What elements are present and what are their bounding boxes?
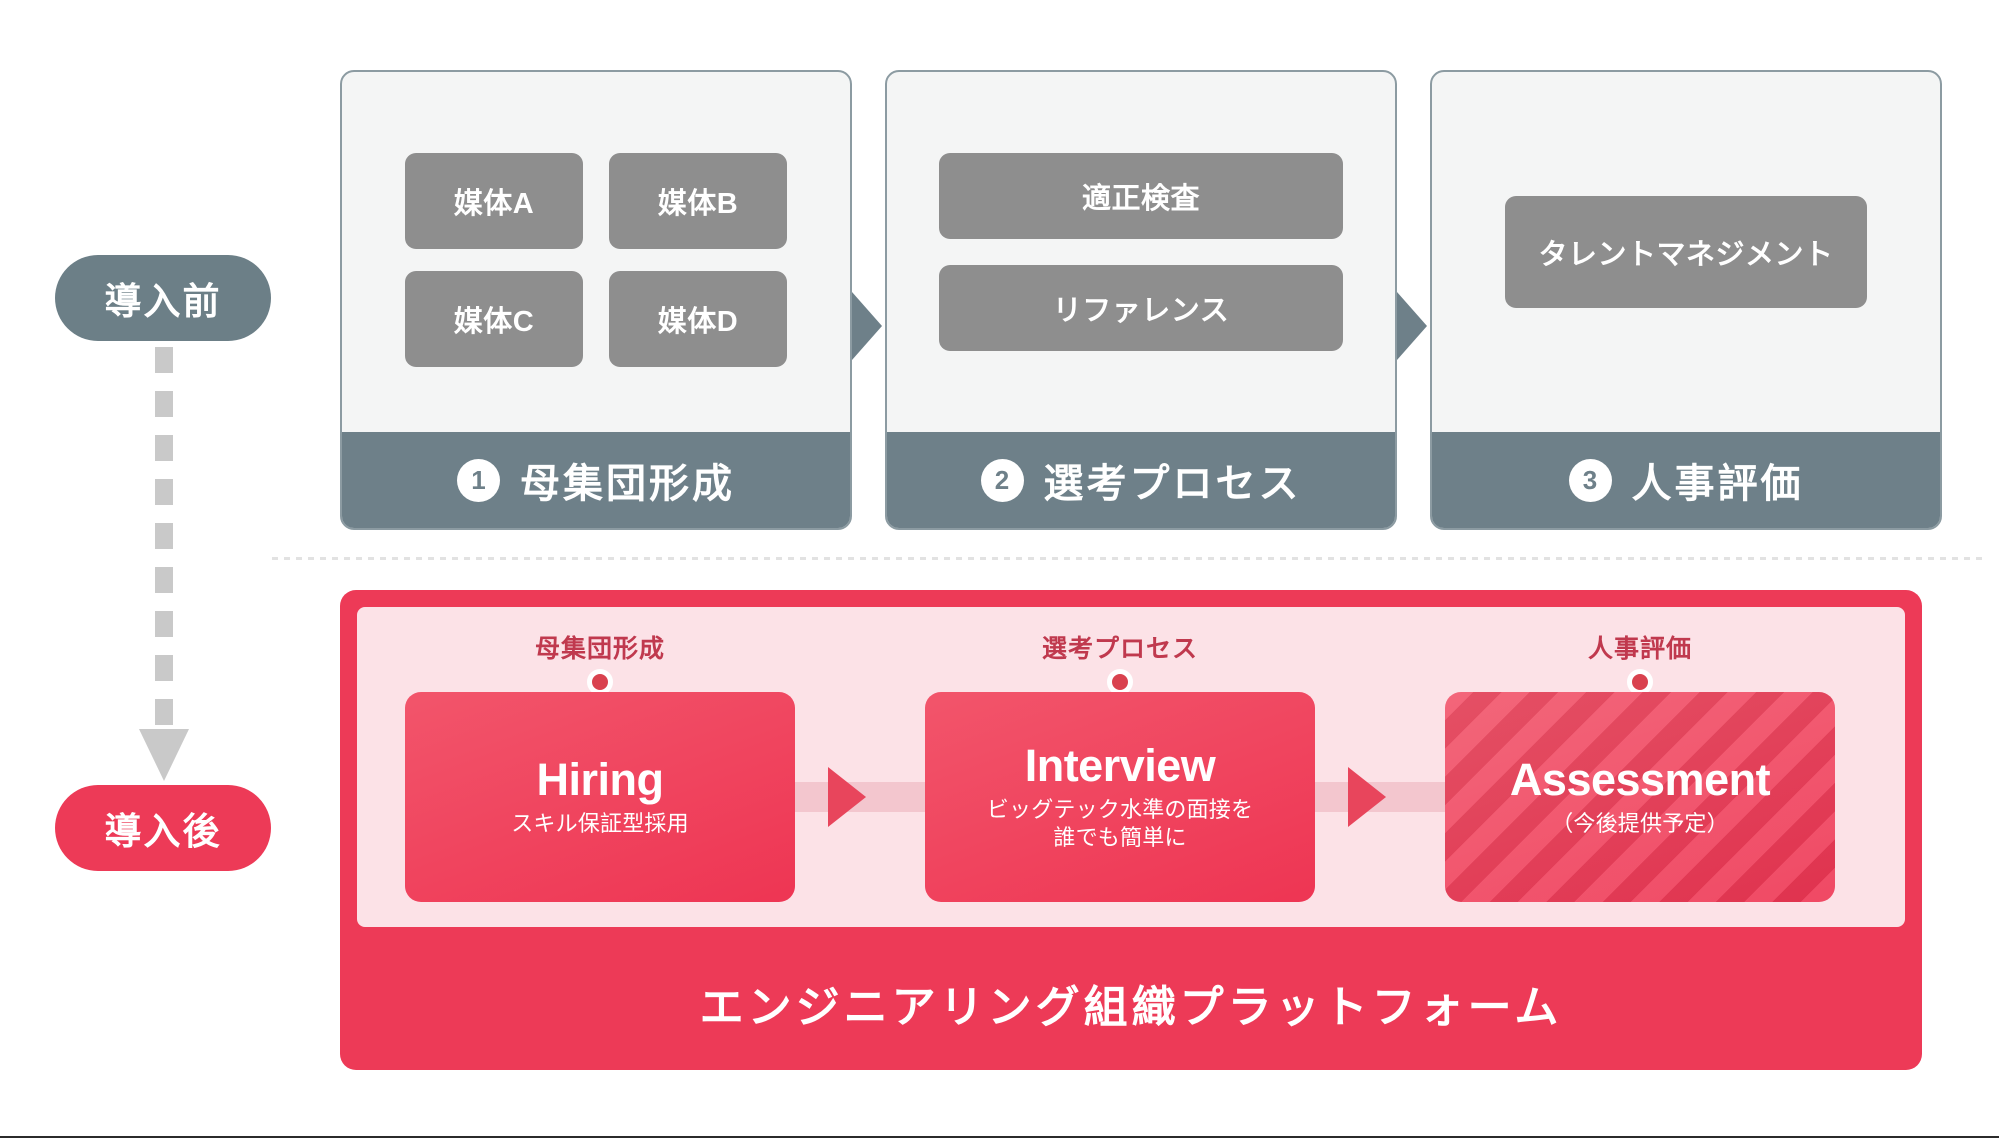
product-assessment-title: Assessment <box>1509 754 1771 806</box>
page-bottom-rule <box>0 1136 1999 1138</box>
platform-banner: エンジニアリング組織プラットフォーム <box>340 935 1922 1070</box>
after-section: 母集団形成 Hiring スキル保証型採用 選考プロセス Interview ビ… <box>340 590 1922 1070</box>
legacy-card-1: 媒体A 媒体B 媒体C 媒体D 1 母集団形成 <box>340 70 852 530</box>
product-assessment-dot-icon <box>1627 669 1653 695</box>
product-interview-title: Interview <box>1024 740 1216 791</box>
down-arrow-icon <box>139 347 189 787</box>
legacy-card-2-label: 選考プロセス <box>1043 462 1302 506</box>
legacy-card-3-label: 人事評価 <box>1631 462 1804 506</box>
before-section: 媒体A 媒体B 媒体C 媒体D 1 母集団形成 適正検査 リファレンス 2 選考… <box>340 70 1942 530</box>
product-assessment-stage-label: 人事評価 <box>1587 635 1692 663</box>
legacy-card-2-footer: 2 選考プロセス <box>887 432 1395 528</box>
right-triangle-icon-3 <box>828 767 866 827</box>
right-triangle-icon-2 <box>1397 292 1427 360</box>
arrow-shaft <box>155 347 173 732</box>
legacy-card-1-label: 母集団形成 <box>520 462 735 506</box>
legacy-card-1-footer: 1 母集団形成 <box>342 432 850 528</box>
legacy-card-3: タレントマネジメント 3 人事評価 <box>1430 70 1942 530</box>
legacy-card-3-body: タレントマネジメント <box>1432 72 1940 432</box>
stage-pill-after-label: 導入後 <box>104 811 222 852</box>
product-assessment-card[interactable]: Assessment （今後提供予定） <box>1445 692 1835 902</box>
chip-talent-management: タレントマネジメント <box>1505 196 1867 308</box>
product-assessment-subtitle: （今後提供予定） <box>1551 810 1729 836</box>
product-row: 母集団形成 Hiring スキル保証型採用 選考プロセス Interview ビ… <box>357 607 1905 927</box>
product-interview-card[interactable]: Interview ビッグテック水準の面接を 誰でも簡単に <box>925 692 1315 902</box>
step-number-badge-1: 1 <box>457 458 500 502</box>
step-number-badge-2: 2 <box>980 458 1024 502</box>
product-interview: 選考プロセス Interview ビッグテック水準の面接を 誰でも簡単に <box>925 607 1315 927</box>
product-interview-dot-icon <box>1107 669 1133 695</box>
chip-media-d: 媒体D <box>609 271 787 367</box>
stage-pill-before-label: 導入前 <box>104 281 222 322</box>
arrow-head <box>139 729 189 781</box>
right-triangle-icon-1 <box>852 292 882 360</box>
chip-aptitude-test: 適正検査 <box>939 153 1343 239</box>
chip-media-b: 媒体B <box>609 153 787 249</box>
step-number-badge-3: 3 <box>1568 458 1612 502</box>
product-hiring-stage-label: 母集団形成 <box>534 635 665 663</box>
chip-media-a: 媒体A <box>405 153 583 249</box>
product-hiring-subtitle: スキル保証型採用 <box>511 810 689 836</box>
stage-rail: 導入前 導入後 <box>55 255 295 895</box>
legacy-card-1-body: 媒体A 媒体B 媒体C 媒体D <box>342 72 850 432</box>
product-hiring: 母集団形成 Hiring スキル保証型採用 <box>405 607 795 927</box>
legacy-card-2-body: 適正検査 リファレンス <box>887 72 1395 432</box>
right-triangle-icon-4 <box>1348 767 1386 827</box>
section-divider <box>272 557 1986 560</box>
stage-pill-before: 導入前 <box>55 255 271 341</box>
platform-banner-label: エンジニアリング組織プラットフォーム <box>699 982 1563 1032</box>
product-interview-stage-label: 選考プロセス <box>1041 635 1198 663</box>
legacy-card-2: 適正検査 リファレンス 2 選考プロセス <box>885 70 1397 530</box>
legacy-card-3-footer: 3 人事評価 <box>1432 432 1940 528</box>
product-hiring-card[interactable]: Hiring スキル保証型採用 <box>405 692 795 902</box>
product-assessment: 人事評価 Assessment （今後提供予定） <box>1445 607 1835 927</box>
stage-pill-after: 導入後 <box>55 785 271 871</box>
chip-reference: リファレンス <box>939 265 1343 351</box>
chip-media-c: 媒体C <box>405 271 583 367</box>
product-hiring-title: Hiring <box>536 754 665 806</box>
product-interview-subtitle: ビッグテック水準の面接を 誰でも簡単に <box>986 796 1254 850</box>
